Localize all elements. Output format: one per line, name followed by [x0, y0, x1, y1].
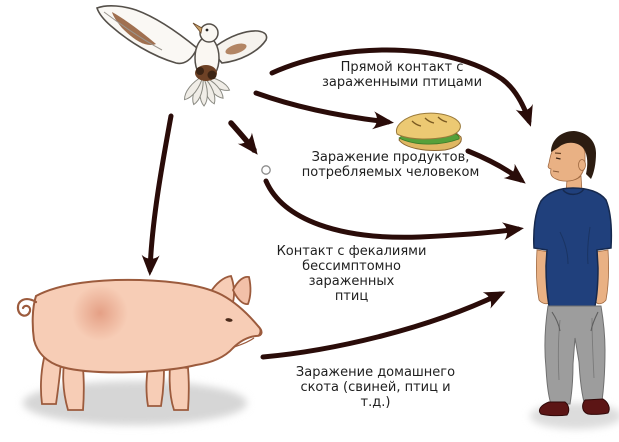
label-livestock-infection-line1: Заражение домашнего: [295, 365, 456, 380]
label-feces-contact-line3: птиц: [334, 289, 369, 304]
label-livestock-infection-line2: скота (свиней, птиц и т.д.): [300, 380, 451, 410]
pig-blush: [72, 285, 128, 341]
pig-eye: [225, 318, 233, 322]
man-shoe-right: [582, 398, 610, 415]
man-tshirt: [533, 187, 613, 310]
label-feces-contact-line1: Контакт с фекалиями: [276, 244, 427, 259]
arrow-bird-to-pig: [141, 113, 174, 276]
bird-illustration: [95, 5, 268, 107]
bird-beak: [192, 22, 203, 34]
man-shoe-left: [538, 401, 570, 417]
man-ear: [578, 159, 586, 171]
arrow-bird-to-food: [253, 90, 394, 130]
label-food-contamination-line2: потребляемых человеком: [301, 165, 480, 180]
label-food-contamination: Заражение продуктов, потребляемых челове…: [300, 150, 481, 180]
bird-eye: [205, 28, 209, 32]
arrow-bird-to-dropping: [228, 120, 258, 155]
man-hair: [551, 131, 596, 179]
bird-dropping-icon: [261, 165, 271, 175]
label-direct-contact: Прямой контакт с зараженными птицами: [316, 60, 488, 90]
label-livestock-infection: Заражение домашнего скота (свиней, птиц …: [285, 365, 466, 410]
label-feces-contact-line2: бессимптомно зараженных: [302, 259, 401, 289]
label-feces-contact: Контакт с фекалиями бессимптомно заражен…: [261, 244, 442, 304]
label-direct-contact-line2: зараженными птицами: [321, 75, 483, 90]
arrow-food-to-human: [465, 148, 526, 184]
pig-illustration: [16, 275, 263, 411]
label-food-contamination-line1: Заражение продуктов,: [311, 150, 470, 165]
sandwich-icon: [395, 112, 462, 151]
arrow-bird-to-human: [269, 47, 533, 127]
pig-tail: [16, 298, 38, 317]
arrow-dropping-to-human: [263, 178, 524, 241]
arrow-pig-to-human: [260, 291, 506, 360]
man-illustration: [533, 131, 613, 417]
label-direct-contact-line1: Прямой контакт с: [340, 60, 464, 75]
man-pants: [544, 305, 606, 405]
